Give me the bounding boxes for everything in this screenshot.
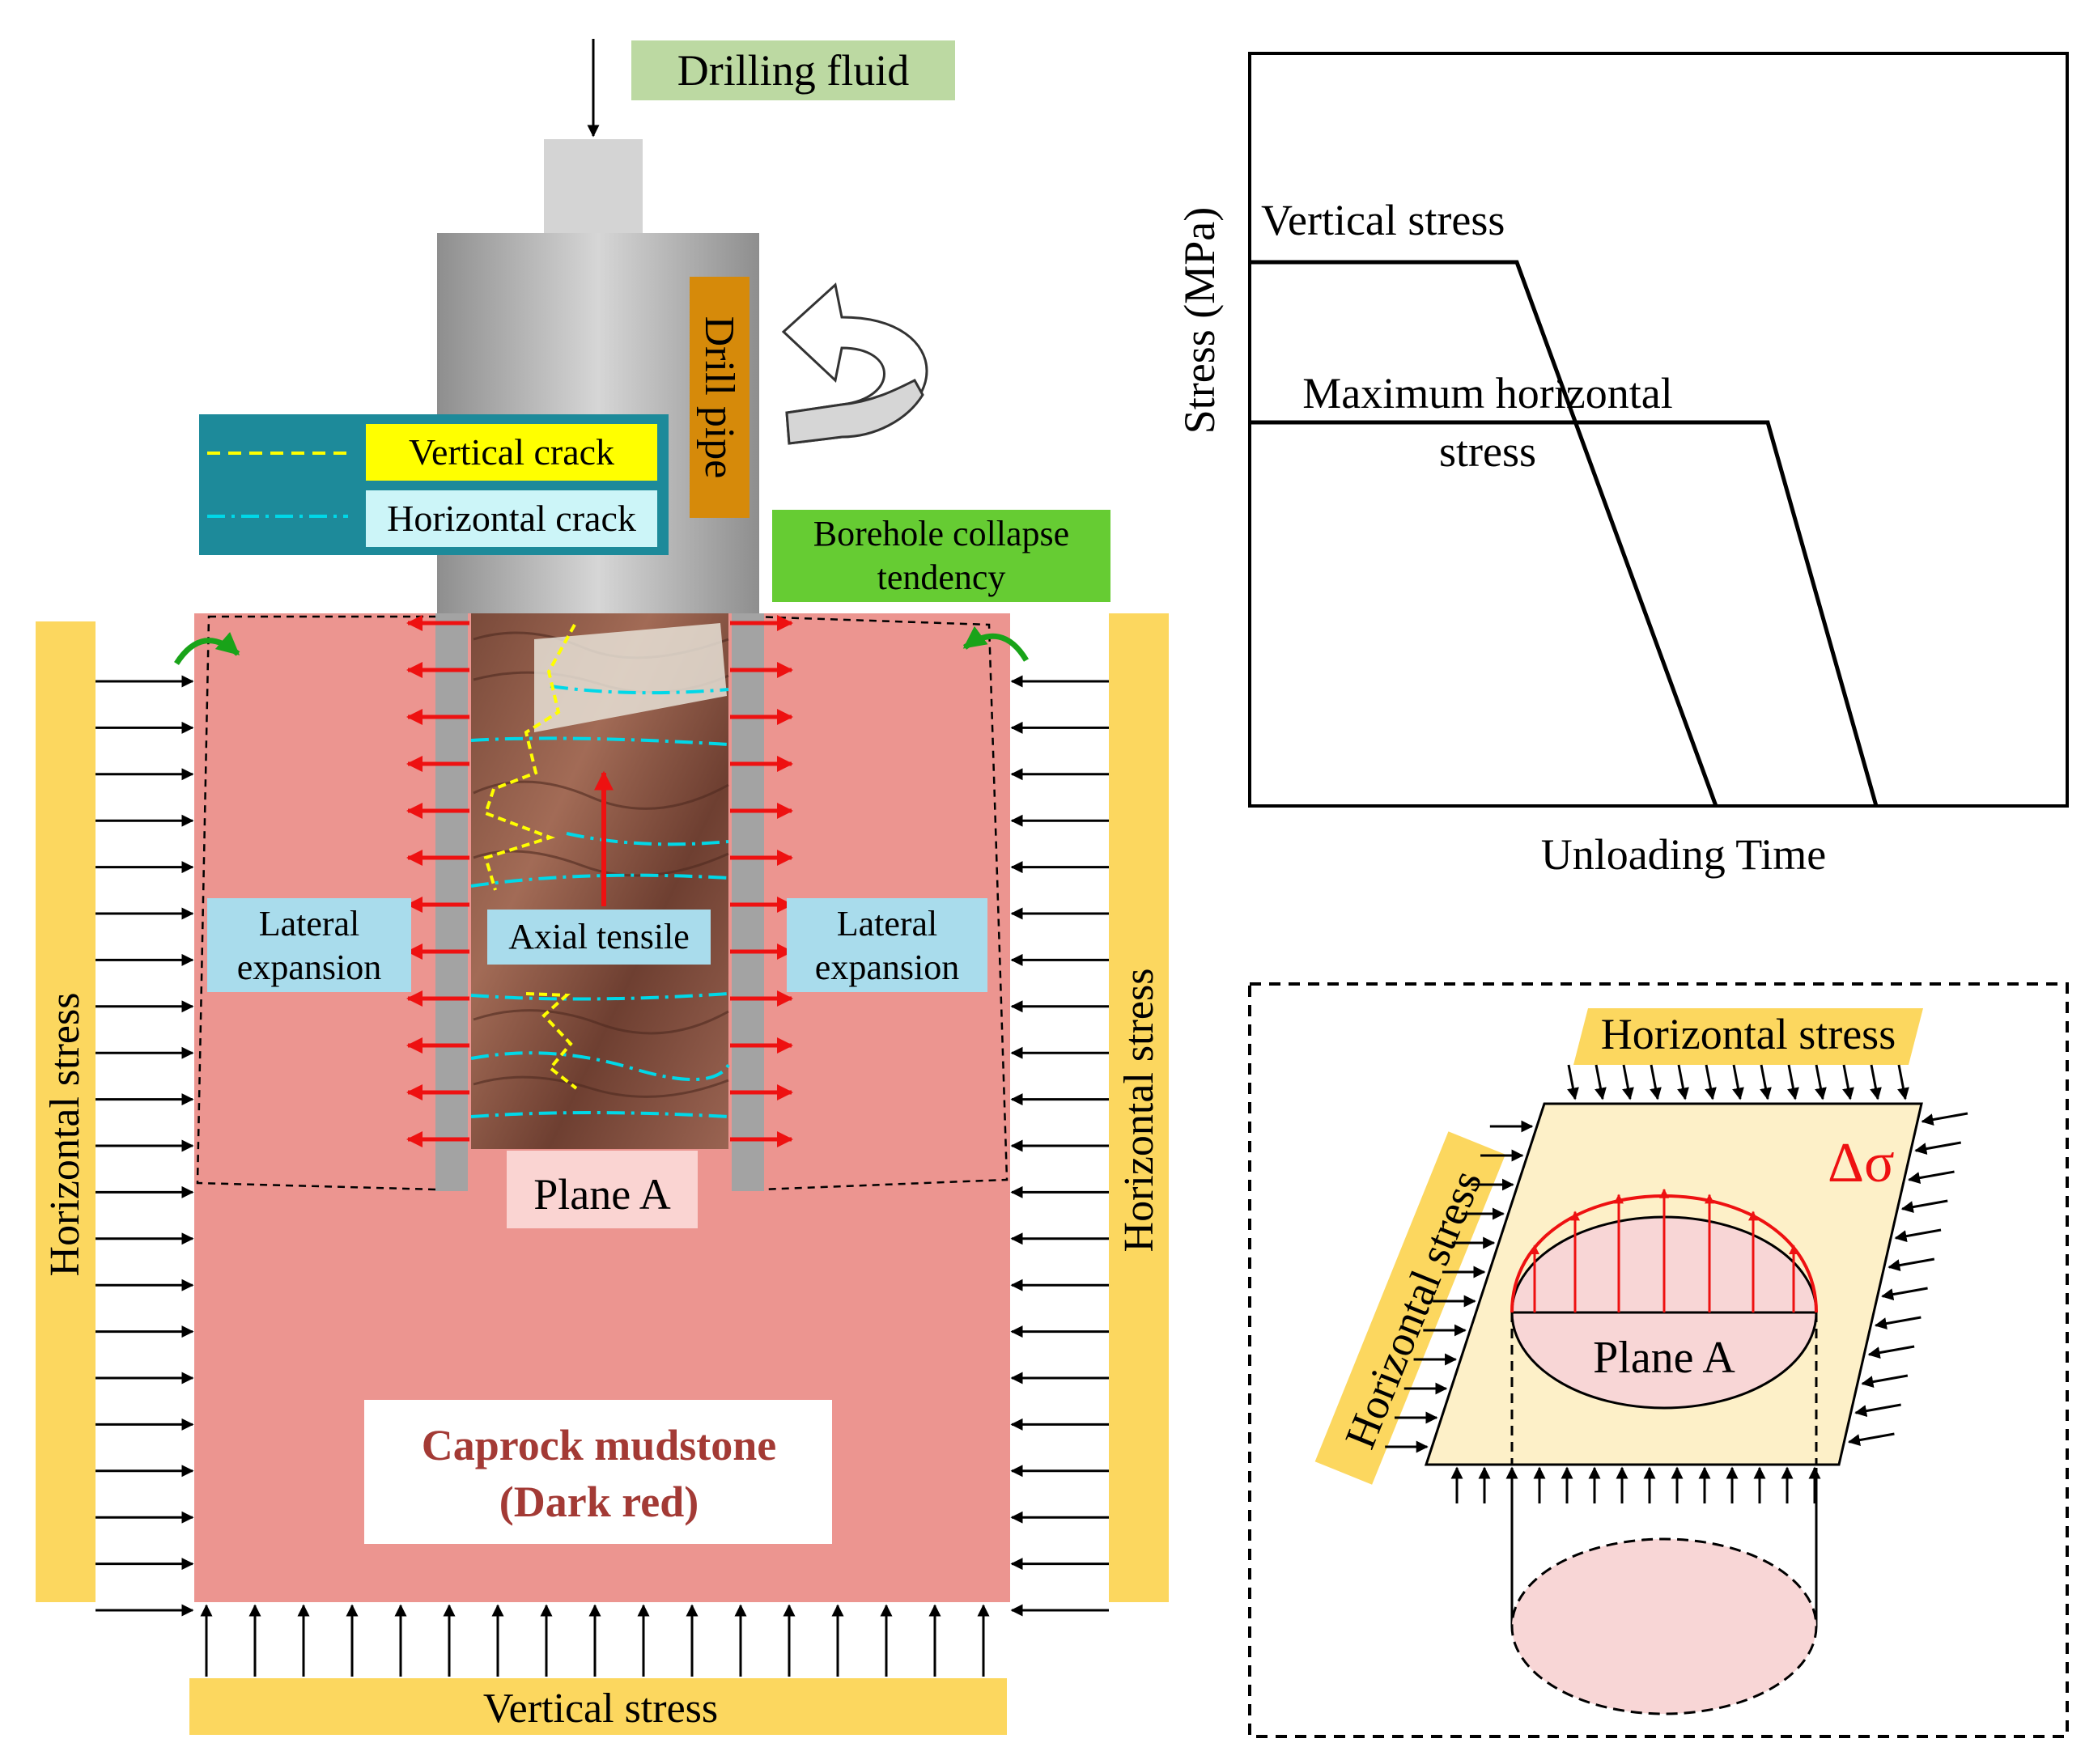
left-lateral-expansion-label-line1: Lateral: [259, 904, 360, 943]
borehole-collapse-label-box: [772, 510, 1110, 602]
stress-arrow: [1595, 1064, 1607, 1100]
caprock-label-line2: (Dark red): [499, 1478, 699, 1526]
horizontal-cracks: [470, 685, 730, 1118]
right-collapse-arrow: [962, 625, 1030, 662]
axial-tensile-label-box: [487, 910, 711, 965]
right-lateral-expansion-label-line2: expansion: [815, 948, 959, 987]
bottom-vertical-stress-bar: [189, 1678, 1007, 1735]
vertical-stress-label: Vertical stress: [483, 1686, 718, 1732]
right-lateral-expansion-arrows: [730, 615, 793, 1147]
stress-distribution-arrows: [1530, 1188, 1798, 1312]
borehole-left-wall: [435, 613, 468, 1191]
left-collapse-arrow: [174, 631, 240, 665]
left-horizontal-stress-bar: [36, 621, 96, 1602]
axial-tensile-label: Axial tensile: [508, 917, 690, 956]
stress-arrow: [1870, 1064, 1882, 1100]
right-horizontal-stress-label: Horizontal stress: [1116, 969, 1162, 1253]
delta-sigma-label: Δσ: [1828, 1132, 1895, 1194]
plot-ylabel: Stress (MPa): [1175, 207, 1224, 435]
panel-bottom-stress-arrows: [1450, 1466, 1821, 1503]
borehole-right-wall: [732, 613, 764, 1191]
plot-xlabel: Unloading Time: [1541, 830, 1827, 879]
vertical-cracks: [483, 624, 578, 1090]
panel-top-stress-arrows: [1567, 1064, 1909, 1100]
vertical-crack-legend-label-box: [366, 424, 657, 481]
panel-dashed-frame: [1248, 982, 2069, 1738]
panel-left-stress-arrows: [1385, 1120, 1534, 1453]
drilling-fluid-label-box: [631, 40, 955, 100]
left-lateral-expansion-label-box: [207, 898, 411, 992]
stress-arrow: [1881, 1287, 1928, 1301]
drill-pipe-top: [544, 139, 643, 235]
stress-arrow: [1867, 1345, 1915, 1359]
left-lateral-expansion-label-line2: expansion: [237, 948, 381, 987]
stress-unloading-plot: Stress (MPa) Unloading Time Vertical str…: [1175, 52, 2069, 879]
stress-arrow: [1914, 1141, 1961, 1156]
horizontal-crack-legend-label: Horizontal crack: [387, 498, 636, 539]
stress-arrow: [1888, 1257, 1935, 1272]
stress-arrow: [1861, 1374, 1909, 1389]
vertical-stress-curve-label: Vertical stress: [1261, 196, 1505, 244]
max-horizontal-stress-label-line2: stress: [1439, 427, 1536, 476]
right-horizontal-stress-bar: [1109, 613, 1169, 1602]
stress-arrow: [1854, 1403, 1901, 1418]
right-lateral-expansion-label-box: [787, 898, 987, 992]
stress-arrow: [1677, 1064, 1689, 1100]
borehole-collapse-label-line1: Borehole collapse: [813, 514, 1069, 553]
caprock-label-box: [364, 1400, 832, 1544]
borehole-collapse-label-line2: tendency: [877, 558, 1006, 597]
stress-arrow: [1787, 1064, 1799, 1100]
stress-arrow: [1897, 1064, 1909, 1100]
max-horizontal-stress-label-line1: Maximum horizontal: [1302, 369, 1672, 418]
plane-a-ellipse-lower: [1510, 1311, 1818, 1410]
plane-stress-panel: Δσ Plane A Horizontal stress Horizontal …: [1248, 982, 2069, 1738]
plot-frame: [1248, 52, 2069, 808]
left-lateral-expansion-arrows: [406, 615, 469, 1147]
stress-arrow: [1842, 1064, 1854, 1100]
vertical-stress-curve: [1250, 260, 1718, 807]
top-horizontal-stress-label-box: [1573, 1008, 1923, 1065]
stress-arrow: [1908, 1170, 1955, 1185]
plane-a-label-box: [507, 1151, 698, 1228]
vertical-crack-legend-label: Vertical crack: [409, 431, 614, 473]
panel-right-stress-arrows: [1847, 1112, 1968, 1447]
drill-pipe-label-box: [690, 277, 749, 518]
stress-arrow: [1622, 1064, 1634, 1100]
left-stress-arrows: [96, 675, 194, 1617]
caprock-label-line1: Caprock mudstone: [422, 1421, 777, 1469]
stress-arrow: [1874, 1316, 1922, 1330]
stress-arrow: [1894, 1228, 1942, 1243]
left-horizontal-stress-label: Horizontal stress: [42, 993, 88, 1277]
right-deformation-outline: [751, 615, 1009, 1191]
stress-arrow: [1705, 1064, 1717, 1100]
stress-arrow: [1567, 1064, 1579, 1100]
stress-arrow: [1847, 1432, 1895, 1447]
cylinder-bottom-ellipse: [1510, 1537, 1818, 1715]
bottom-stress-arrows: [200, 1604, 990, 1677]
max-horizontal-stress-curve: [1250, 420, 1879, 807]
stress-arrow: [1732, 1064, 1744, 1100]
right-lateral-expansion-label-line1: Lateral: [837, 904, 938, 943]
drill-pipe-label: Drill pipe: [696, 316, 742, 479]
horizontal-crack-legend-label-box: [366, 490, 657, 547]
side-horizontal-stress-label-box: [1314, 1131, 1505, 1485]
left-panel: Horizontal stress Horizontal stress Vert…: [36, 39, 1169, 1735]
stress-arrow: [1650, 1064, 1662, 1100]
rotation-arrow-icon: [781, 282, 928, 445]
right-stress-arrows: [1010, 675, 1109, 1617]
plane-a-label: Plane A: [533, 1170, 671, 1219]
top-horizontal-stress-label: Horizontal stress: [1601, 1010, 1896, 1058]
stress-arrow: [1921, 1112, 1968, 1126]
drilling-fluid-label: Drilling fluid: [677, 46, 909, 95]
core-light-chunk: [534, 623, 727, 732]
stress-arrow: [1900, 1199, 1948, 1214]
plane-a-panel-label: Plane A: [1593, 1333, 1735, 1383]
stress-arrow: [1760, 1064, 1772, 1100]
stress-arrow: [1815, 1064, 1827, 1100]
